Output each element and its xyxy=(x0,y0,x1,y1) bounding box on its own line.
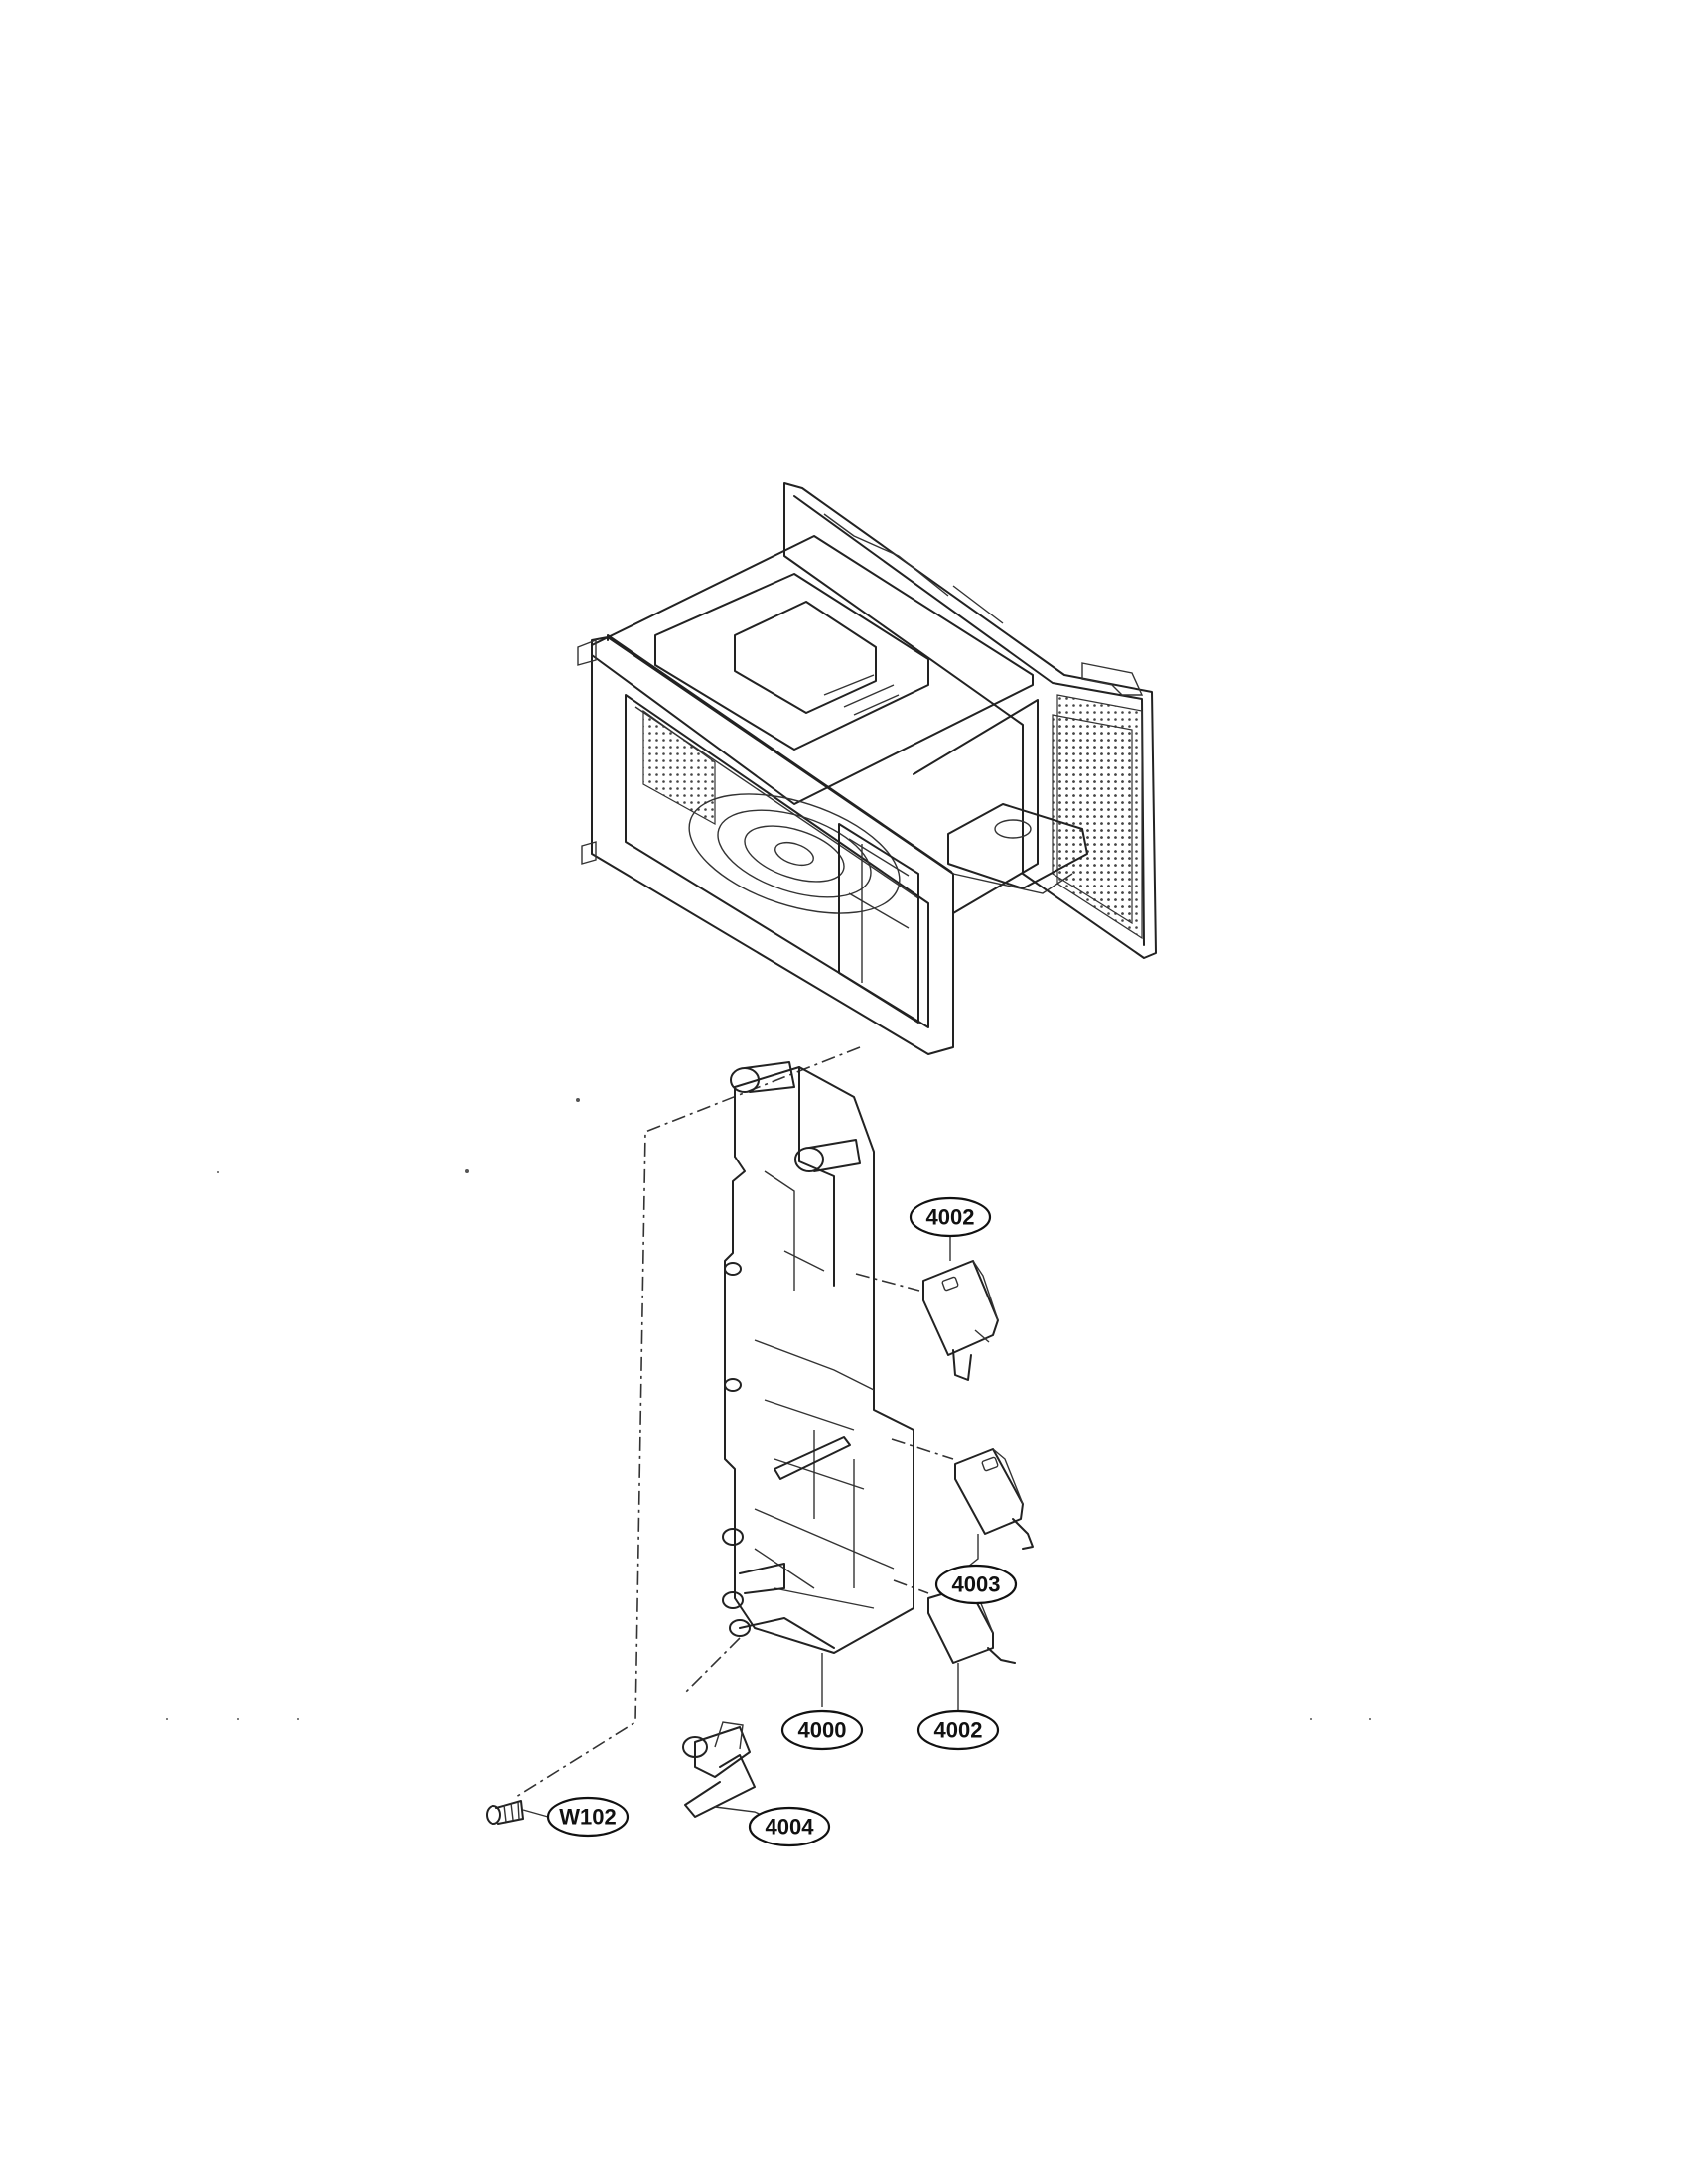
callout-label: 4003 xyxy=(952,1572,1001,1597)
callout-4002-lower: 4002 xyxy=(916,1709,1000,1751)
callout-label: 4002 xyxy=(926,1205,975,1230)
assembly-lines xyxy=(515,1046,954,1798)
lever-4004 xyxy=(682,1721,771,1820)
switch-lower-4002 xyxy=(927,1585,1016,1712)
screw-w102 xyxy=(486,1800,549,1825)
scan-specks xyxy=(166,1098,1371,1720)
callout-label: 4000 xyxy=(798,1718,847,1743)
top-rollers xyxy=(730,1061,861,1172)
latch-board-4000 xyxy=(722,1061,914,1707)
callout-4003: 4003 xyxy=(934,1564,1018,1605)
callout-4004: 4004 xyxy=(748,1806,831,1847)
callout-label: 4004 xyxy=(766,1815,815,1840)
oven-cavity-assembly xyxy=(577,482,1157,1055)
callout-4002-upper: 4002 xyxy=(909,1196,992,1238)
callout-4000: 4000 xyxy=(780,1709,864,1751)
switch-middle-4003 xyxy=(954,1448,1034,1568)
turntable-rings xyxy=(688,793,901,914)
switch-upper-4002 xyxy=(922,1236,999,1381)
callout-w102: W102 xyxy=(546,1796,630,1838)
callout-label: W102 xyxy=(559,1805,616,1830)
callout-label: 4002 xyxy=(934,1718,983,1743)
